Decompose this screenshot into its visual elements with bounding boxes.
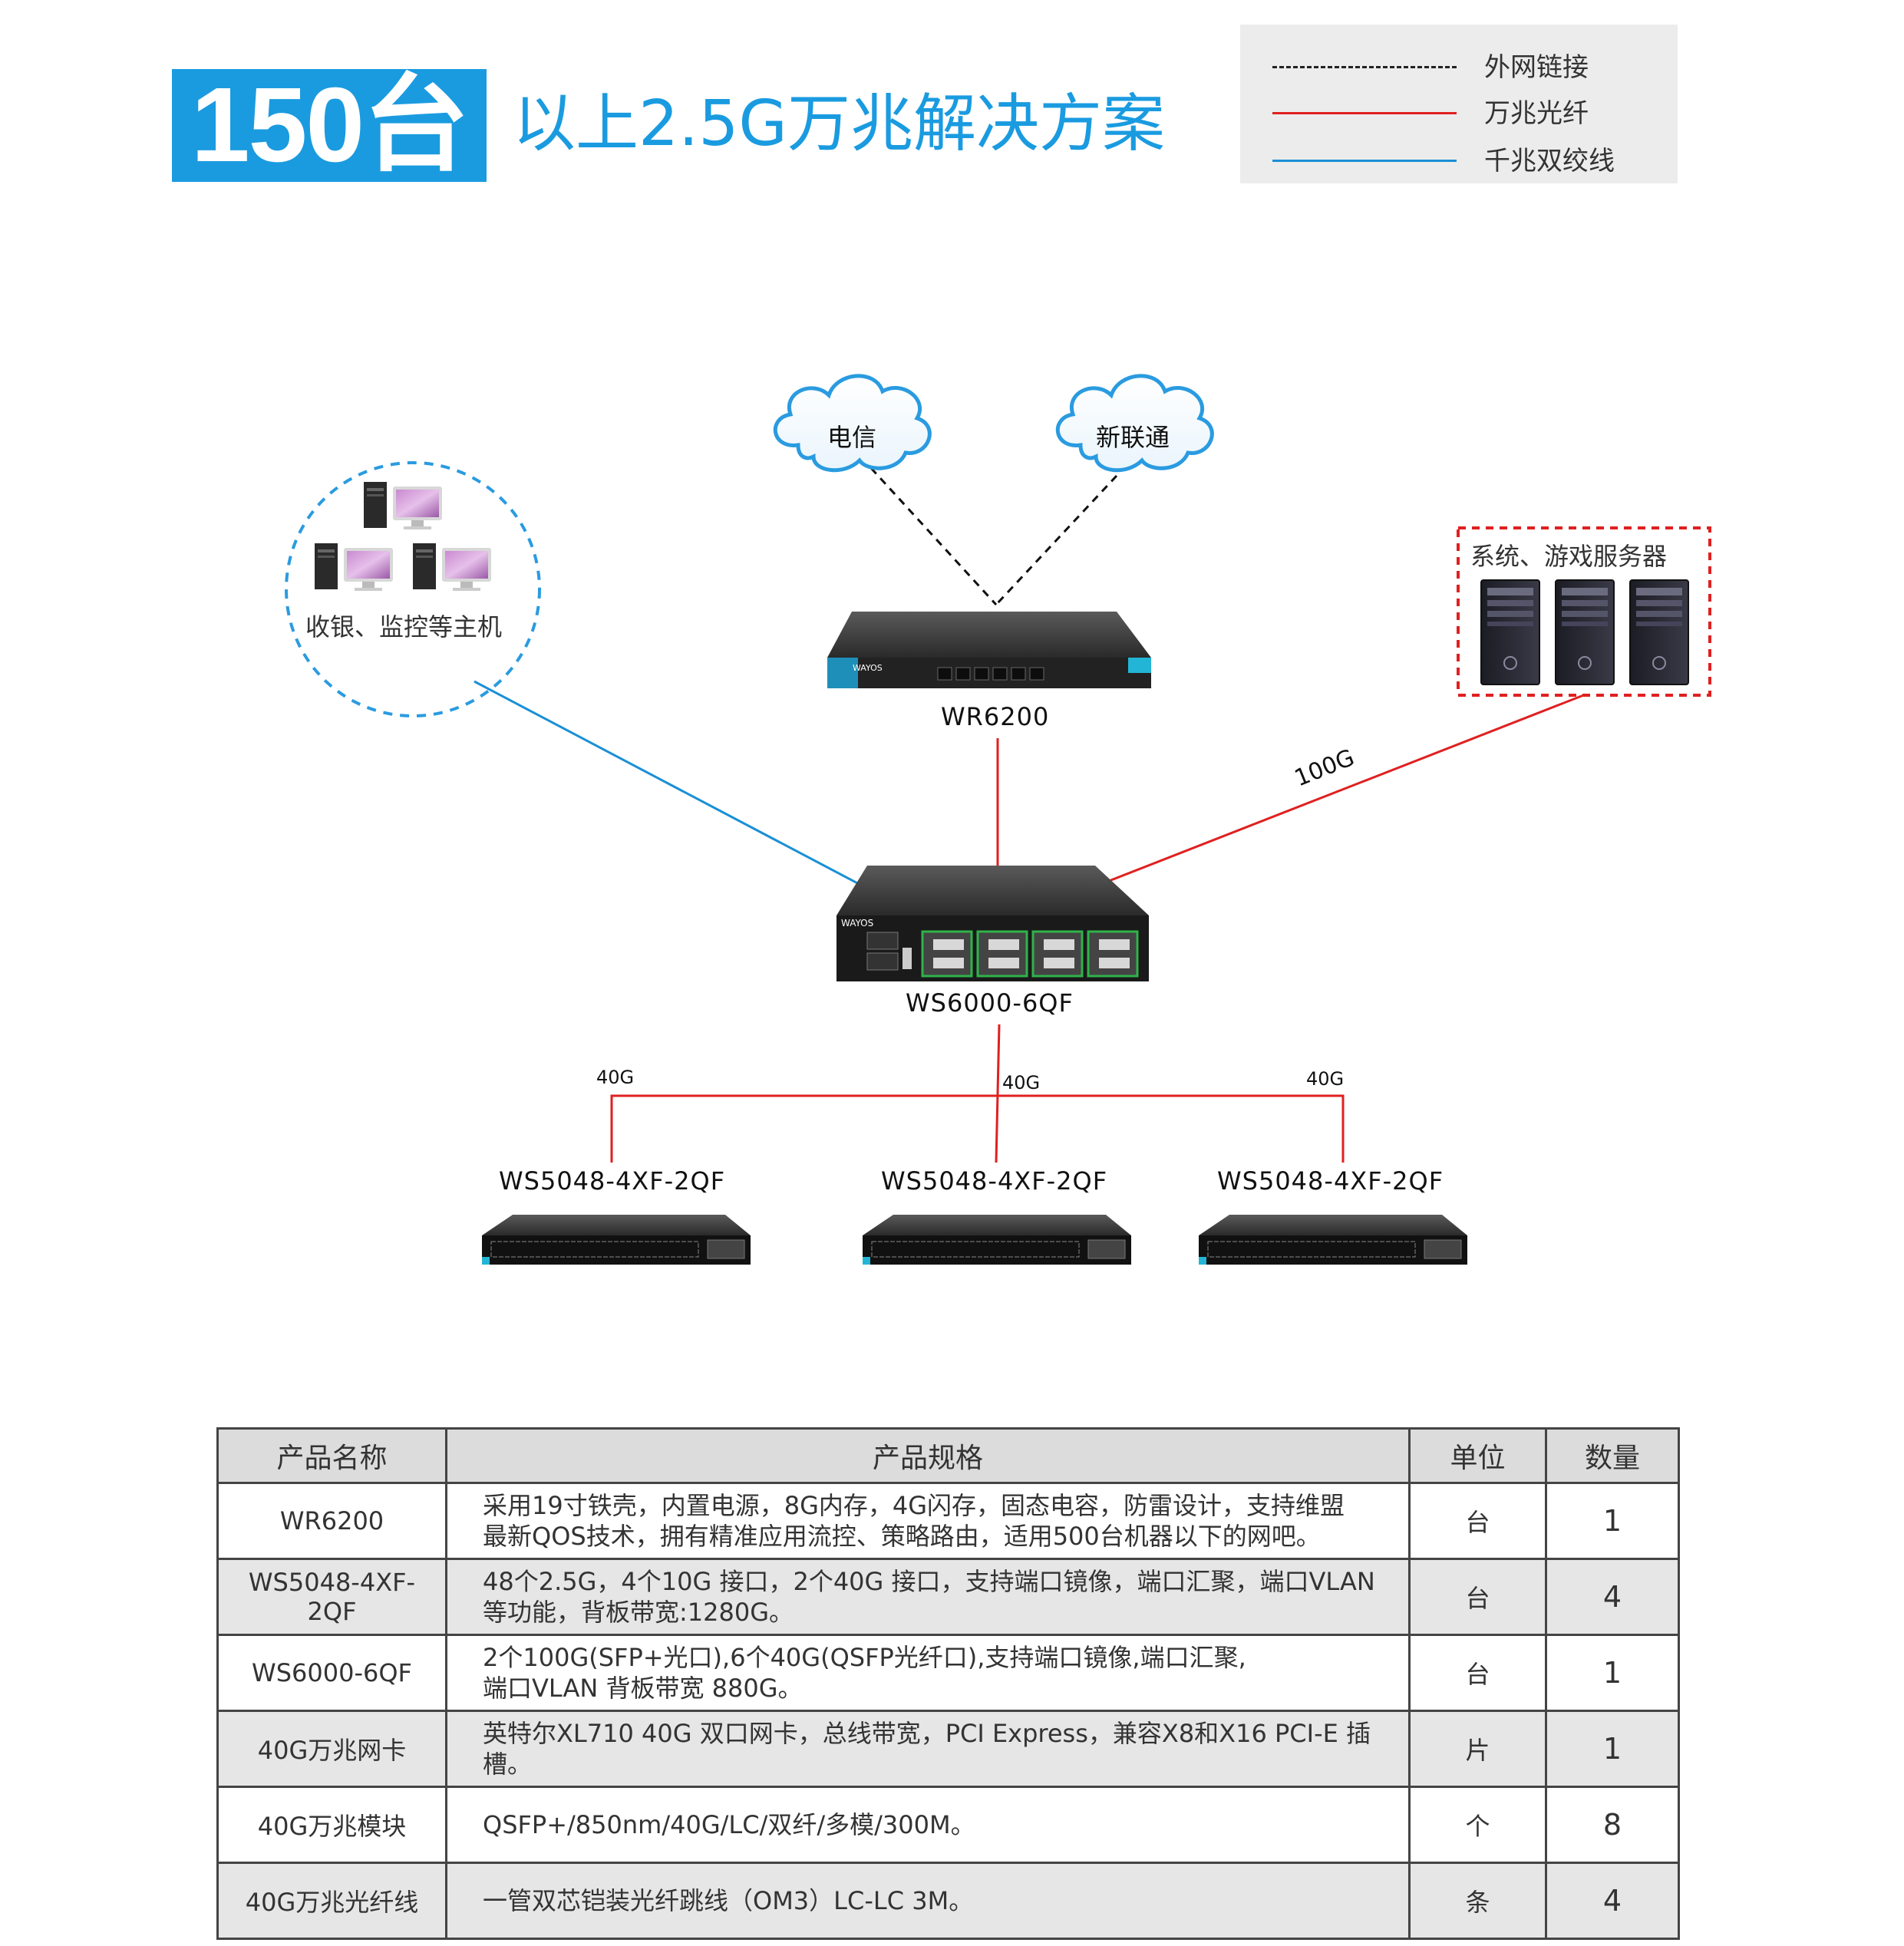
column-header-unit: 单位 xyxy=(1408,1427,1547,1484)
desktop-computer-icon xyxy=(364,482,442,529)
desktop-computer-icon xyxy=(315,543,393,591)
spec-line: 端口VLAN 背板带宽 880G。 xyxy=(483,1674,803,1703)
core-switch-device xyxy=(837,866,1149,981)
spec-line: 采用19寸铁壳，内置电源，8G内存，4G闪存，固态电容，防雷设计，支持维盟 xyxy=(483,1491,1345,1520)
column-header-qty: 数量 xyxy=(1545,1427,1680,1484)
legend-item-copper: 千兆双绞线 xyxy=(1272,146,1671,176)
table-row: 40G万兆光纤线 一管双芯铠装光纤跳线（OM3）LC-LC 3M。 条 4 xyxy=(216,1862,1680,1940)
product-spec: 一管双芯铠装光纤跳线（OM3）LC-LC 3M。 xyxy=(445,1862,1411,1940)
product-unit: 台 xyxy=(1408,1482,1547,1560)
access-switch-label: WS5048-4XF-2QF xyxy=(499,1166,726,1196)
product-unit: 条 xyxy=(1408,1862,1547,1940)
spec-line: 等功能，背板带宽:1280G。 xyxy=(483,1598,794,1627)
product-name: WS5048-4XF-2QF xyxy=(216,1558,447,1636)
product-qty: 1 xyxy=(1545,1482,1680,1560)
core-switch-label: WS6000-6QF xyxy=(906,988,1074,1018)
legend-label: 外网链接 xyxy=(1484,52,1589,83)
product-name: 40G万兆模块 xyxy=(216,1786,447,1864)
product-spec: 英特尔XL710 40G 双口网卡，总线带宽，PCI Express，兼容X8和… xyxy=(445,1710,1411,1788)
spec-line: 最新QOS技术，拥有精准应用流控、策略路由，适用500台机器以下的网吧。 xyxy=(483,1522,1321,1551)
network-diagram xyxy=(285,374,1711,1265)
hosts-group xyxy=(285,461,541,717)
spec-line: 48个2.5G，4个10G 接口，2个40G 接口，支持端口镜像，端口汇聚，端口… xyxy=(483,1567,1375,1596)
product-unit: 台 xyxy=(1408,1558,1547,1636)
column-header-spec: 产品规格 xyxy=(445,1427,1411,1484)
server-tower-icon xyxy=(1555,579,1615,685)
server-tower-icon xyxy=(1480,579,1540,685)
table-row: WS6000-6QF 2个100G(SFP+光口),6个40G(QSFP光纤口)… xyxy=(216,1634,1680,1712)
hosts-label: 收银、监控等主机 xyxy=(305,612,503,642)
legend: 外网链接 万兆光纤 千兆双绞线 xyxy=(1240,25,1678,183)
access-switch-label: WS5048-4XF-2QF xyxy=(1217,1166,1444,1196)
access-switch-label: WS5048-4XF-2QF xyxy=(881,1166,1108,1196)
legend-label: 万兆光纤 xyxy=(1484,98,1589,129)
access-switch-device xyxy=(482,1215,751,1265)
product-qty: 8 xyxy=(1545,1786,1680,1864)
copper-links xyxy=(474,680,864,888)
access-switch-device xyxy=(863,1215,1131,1265)
link-label-40g-middle: 40G xyxy=(1002,1072,1041,1093)
product-qty: 4 xyxy=(1545,1558,1680,1636)
product-qty: 1 xyxy=(1545,1710,1680,1788)
legend-item-fiber: 万兆光纤 xyxy=(1272,98,1671,129)
external-links xyxy=(870,467,1118,606)
product-unit: 片 xyxy=(1408,1710,1547,1788)
product-qty: 1 xyxy=(1545,1634,1680,1712)
dashed-line-swatch xyxy=(1272,66,1457,68)
legend-item-external: 外网链接 xyxy=(1272,52,1671,83)
link-label-40g-left: 40G xyxy=(596,1067,635,1088)
table-row: 40G万兆网卡 英特尔XL710 40G 双口网卡，总线带宽，PCI Expre… xyxy=(216,1710,1680,1788)
product-name: 40G万兆光纤线 xyxy=(216,1862,447,1940)
product-unit: 个 xyxy=(1408,1786,1547,1864)
link-label-40g-right: 40G xyxy=(1306,1068,1345,1090)
cloud-label-unicom: 新联通 xyxy=(1096,423,1170,452)
table-header-row: 产品名称 产品规格 单位 数量 xyxy=(216,1427,1680,1484)
servers-label: 系统、游戏服务器 xyxy=(1470,542,1668,571)
blue-line-swatch xyxy=(1272,160,1457,162)
product-unit: 台 xyxy=(1408,1634,1547,1712)
spec-line: QSFP+/850nm/40G/LC/双纤/多模/300M。 xyxy=(483,1810,975,1839)
product-spec: 48个2.5G，4个10G 接口，2个40G 接口，支持端口镜像，端口汇聚，端口… xyxy=(445,1558,1411,1636)
table-row: WR6200 采用19寸铁壳，内置电源，8G内存，4G闪存，固态电容，防雷设计，… xyxy=(216,1482,1680,1560)
column-header-name: 产品名称 xyxy=(216,1427,447,1484)
cloud-icon xyxy=(1055,374,1214,473)
product-name: 40G万兆网卡 xyxy=(216,1710,447,1788)
legend-label: 千兆双绞线 xyxy=(1484,146,1615,176)
product-spec: QSFP+/850nm/40G/LC/双纤/多模/300M。 xyxy=(445,1786,1411,1864)
product-spec: 采用19寸铁壳，内置电源，8G内存，4G闪存，固态电容，防雷设计，支持维盟最新Q… xyxy=(445,1482,1411,1560)
router-brand-logo: WAYOS xyxy=(853,663,883,673)
product-name: WR6200 xyxy=(216,1482,447,1560)
cloud-icon xyxy=(773,374,932,473)
title-subtitle: 以上2.5G万兆解决方案 xyxy=(513,87,1165,160)
red-line-swatch xyxy=(1272,112,1457,114)
cloud-label-telecom: 电信 xyxy=(827,423,877,452)
product-qty: 4 xyxy=(1545,1862,1680,1940)
spec-line: 2个100G(SFP+光口),6个40G(QSFP光纤口),支持端口镜像,端口汇… xyxy=(483,1643,1246,1672)
title-highlight: 150台 xyxy=(172,69,487,182)
fiber-links xyxy=(610,693,1586,1163)
server-tower-icon xyxy=(1629,579,1689,685)
desktop-computer-icon xyxy=(413,543,491,591)
router-label: WR6200 xyxy=(941,702,1050,731)
core-switch-brand-logo: WAYOS xyxy=(841,918,874,928)
spec-line: 一管双芯铠装光纤跳线（OM3）LC-LC 3M。 xyxy=(483,1886,974,1915)
product-spec-table: 产品名称 产品规格 单位 数量 WR6200 采用19寸铁壳，内置电源，8G内存… xyxy=(216,1427,1680,1940)
servers-group xyxy=(1457,526,1711,697)
router-device xyxy=(827,612,1151,688)
table-row: WS5048-4XF-2QF 48个2.5G，4个10G 接口，2个40G 接口… xyxy=(216,1558,1680,1636)
product-name: WS6000-6QF xyxy=(216,1634,447,1712)
product-spec: 2个100G(SFP+光口),6个40G(QSFP光纤口),支持端口镜像,端口汇… xyxy=(445,1634,1411,1712)
spec-line: 英特尔XL710 40G 双口网卡，总线带宽，PCI Express，兼容X8和… xyxy=(483,1719,1371,1779)
access-switch-device xyxy=(1199,1215,1467,1265)
table-row: 40G万兆模块 QSFP+/850nm/40G/LC/双纤/多模/300M。 个… xyxy=(216,1786,1680,1864)
